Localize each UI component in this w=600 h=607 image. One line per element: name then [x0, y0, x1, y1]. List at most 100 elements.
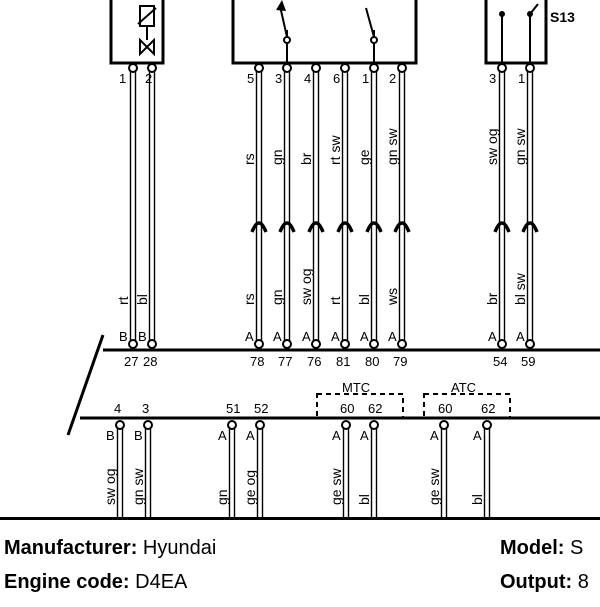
- relay-box: [484, 0, 548, 65]
- wire-color-upper: sw og: [484, 128, 500, 165]
- connector-arc-icon: [307, 221, 325, 233]
- wire-color-upper: gn: [269, 149, 285, 165]
- wire-color-middle: bl sw: [512, 272, 528, 305]
- connector-number: 28: [143, 354, 157, 369]
- connector-number: 54: [493, 354, 507, 369]
- top-terminal: [369, 63, 379, 73]
- switch-contact-2: [370, 36, 378, 44]
- lower-terminal: [227, 420, 237, 430]
- lower-connector-letter: A: [360, 428, 369, 443]
- top-terminal: [397, 63, 407, 73]
- bus-terminal: [311, 339, 321, 349]
- lower-terminal: [115, 420, 125, 430]
- connector-letter: A: [245, 329, 254, 344]
- valve-pin-number: 1: [119, 71, 126, 86]
- switch-pin-number: 6: [333, 71, 340, 86]
- model-label: Model:: [500, 537, 565, 559]
- lower-connector-number: 60: [438, 401, 452, 416]
- lower-connector-number: 62: [481, 401, 495, 416]
- top-terminal: [311, 63, 321, 73]
- connector-number: 27: [124, 354, 138, 369]
- bus-terminal: [497, 339, 507, 349]
- connector-letter: B: [138, 329, 147, 344]
- lower-connector-letter: A: [332, 428, 341, 443]
- connector-arc-icon: [393, 221, 411, 233]
- wire-color-middle: rt: [115, 296, 131, 305]
- connector-number: 80: [365, 354, 379, 369]
- lower-connector-number: 62: [368, 401, 382, 416]
- lower-connector-number: 3: [142, 401, 149, 416]
- connector-letter: A: [388, 329, 397, 344]
- bus-terminal: [282, 339, 292, 349]
- valve-pin-number: 2: [145, 71, 152, 86]
- engine-line: Engine code: D4EA: [4, 571, 187, 594]
- wire-color-middle: gn: [269, 289, 285, 305]
- wire-color-middle: bl: [134, 294, 150, 305]
- switch-box: [231, 0, 418, 65]
- top-components: S13: [109, 0, 575, 65]
- wire-color-lower: bl: [356, 494, 372, 505]
- bus-terminal: [340, 339, 350, 349]
- atc-box: [423, 393, 511, 419]
- lower-connector-letter: A: [430, 428, 439, 443]
- connector-arc-icon: [278, 221, 296, 233]
- connector-arc-icon: [336, 221, 354, 233]
- switch-pin-number: 5: [247, 71, 254, 86]
- wire-color-lower: gn: [214, 489, 230, 505]
- wire-color-middle: sw og: [298, 268, 314, 305]
- connector-number: 78: [250, 354, 264, 369]
- wire-color-upper: gn sw: [512, 128, 528, 165]
- switch-pin-number: 2: [389, 71, 396, 86]
- wire-color-lower: ge og: [242, 470, 258, 505]
- connector-arc-icon: [250, 221, 268, 233]
- connector-letter: A: [488, 329, 497, 344]
- lower-terminal: [255, 420, 265, 430]
- connector-number: 79: [393, 354, 407, 369]
- wire-color-upper: rs: [241, 153, 257, 165]
- output-value: 8: [577, 571, 589, 593]
- wire-color-upper: ge: [356, 149, 372, 165]
- top-terminal: [525, 63, 535, 73]
- mtc-box: [316, 393, 404, 419]
- wire-color-lower: gn sw: [130, 468, 146, 505]
- top-terminal: [254, 63, 264, 73]
- relay-pin-number: 3: [489, 71, 496, 86]
- connector-letter: A: [302, 329, 311, 344]
- wire-color-upper: br: [298, 152, 314, 165]
- valve-box: [109, 0, 165, 65]
- manufacturer-line: Manufacturer: Hyundai: [4, 537, 216, 560]
- connector-letter: A: [360, 329, 369, 344]
- manufacturer-label: Manufacturer:: [4, 537, 138, 559]
- bus-terminal: [369, 339, 379, 349]
- separator-line: [0, 517, 600, 520]
- connector-letter: A: [331, 329, 340, 344]
- wire-color-middle: rt: [327, 296, 343, 305]
- switch-contact: [283, 36, 291, 44]
- wire-color-middle: br: [484, 292, 500, 305]
- top-terminal: [340, 63, 350, 73]
- model-line: Model: S: [500, 537, 583, 560]
- connector-letter: A: [516, 329, 525, 344]
- wire-color-middle: ws: [384, 288, 400, 306]
- lower-connector-letter: A: [246, 428, 255, 443]
- lower-connector-letter: A: [218, 428, 227, 443]
- wire-color-upper: gn sw: [384, 128, 400, 165]
- lower-connector-letter: A: [473, 428, 482, 443]
- bus-terminal: [147, 339, 157, 349]
- connector-bars: [66, 334, 600, 436]
- connector-letter: A: [273, 329, 282, 344]
- wire-color-lower: ge sw: [328, 468, 344, 505]
- switch-arrow-icon: [276, 0, 286, 11]
- connector-arc-icon: [365, 221, 383, 233]
- switch-blade-2: [365, 7, 375, 38]
- connector-arc-icon: [521, 221, 539, 233]
- switch-blade: [279, 5, 288, 38]
- bus-terminal: [397, 339, 407, 349]
- lower-terminal: [341, 420, 351, 430]
- bus-terminal: [525, 339, 535, 349]
- lower-connector-letter: B: [106, 428, 115, 443]
- relay-contact-1: [499, 11, 505, 17]
- lower-connector-letter: B: [134, 428, 143, 443]
